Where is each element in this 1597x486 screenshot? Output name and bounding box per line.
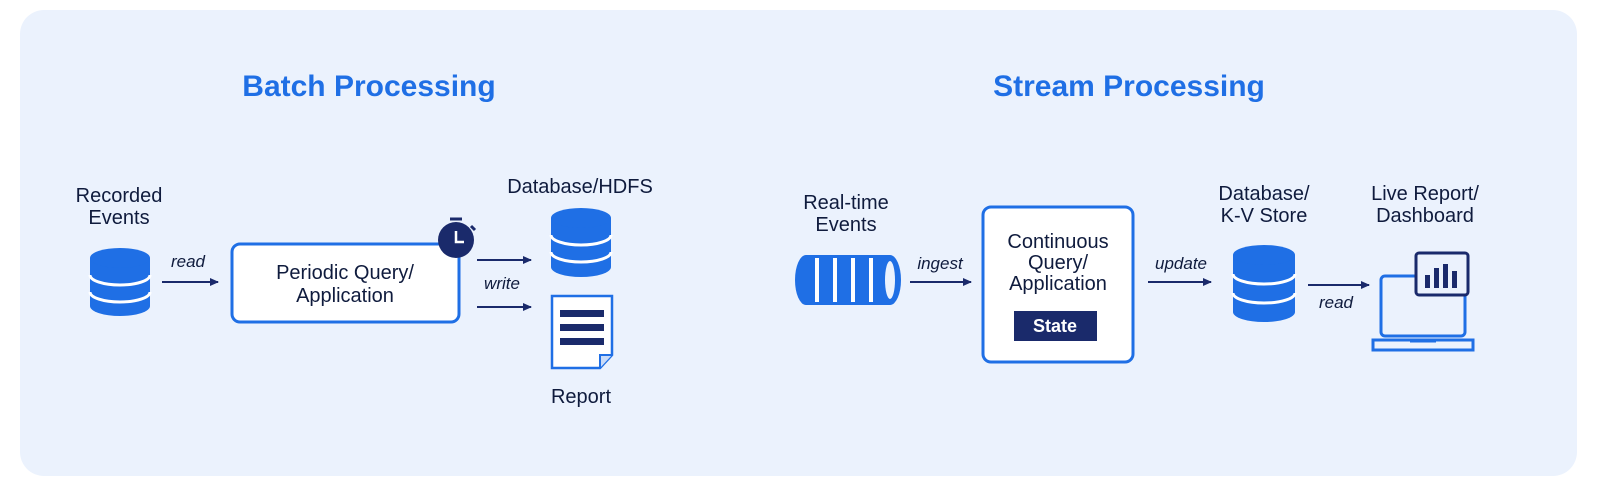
recorded-events-label-line2: Events (88, 207, 149, 229)
timer-icon (438, 217, 477, 258)
dashboard-label-line1: Live Report/ (1371, 183, 1479, 205)
database-hdfs-label: Database/HDFS (507, 176, 653, 198)
state-label: State (1033, 316, 1077, 336)
periodic-query-label-line2: Application (296, 285, 394, 307)
realtime-events-label-line2: Events (815, 214, 876, 236)
dashboard-label-line2: Dashboard (1376, 205, 1474, 227)
periodic-query-box (230, 242, 461, 324)
report-document-icon (550, 294, 614, 370)
recorded-events-database-icon (88, 248, 152, 316)
continuous-query-label-line2: Query/ (1028, 252, 1088, 274)
realtime-events-label-line1: Real-time (803, 192, 889, 214)
stream-title: Stream Processing (993, 70, 1265, 103)
report-label: Report (551, 386, 611, 408)
kv-store-label-line2: K-V Store (1221, 205, 1308, 227)
state-badge (1014, 311, 1097, 341)
stream-read-label: read (1319, 293, 1354, 312)
ingest-label: ingest (917, 254, 964, 273)
recorded-events-label-line1: Recorded (76, 185, 163, 207)
continuous-query-label-line3: Application (1009, 273, 1107, 295)
periodic-query-label-line1: Periodic Query/ (276, 262, 414, 284)
database-hdfs-icon (549, 208, 613, 277)
update-label: update (1155, 254, 1207, 273)
continuous-query-label-line1: Continuous (1007, 231, 1108, 253)
dashboard-laptop-icon (1371, 251, 1475, 352)
event-stream-icon (795, 255, 901, 305)
batch-title: Batch Processing (242, 70, 495, 103)
kv-store-label-line1: Database/ (1218, 183, 1310, 205)
batch-read-label: read (171, 252, 206, 271)
batch-write-label: write (484, 274, 520, 293)
kv-store-database-icon (1231, 245, 1297, 322)
